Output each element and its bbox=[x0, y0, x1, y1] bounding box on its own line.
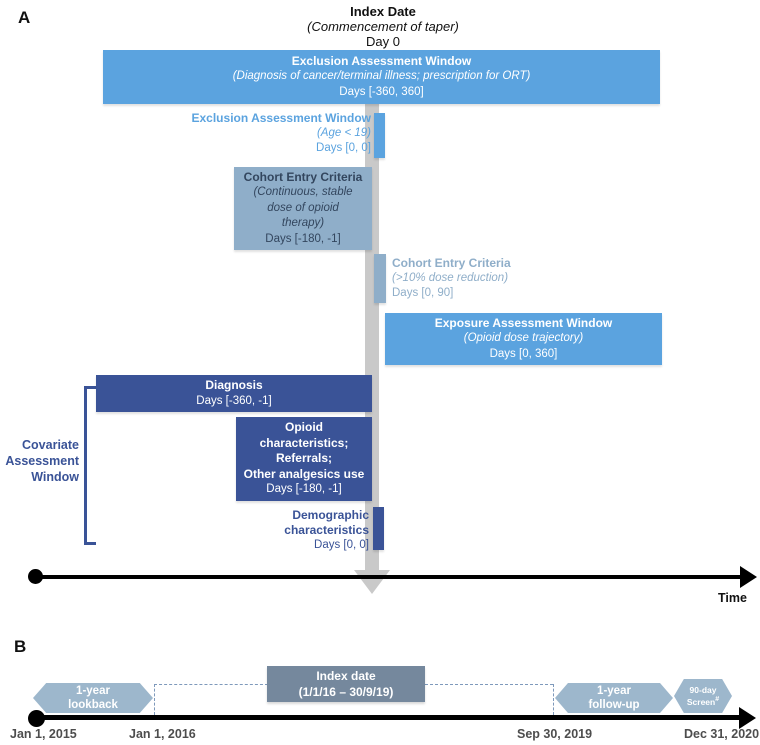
label-days: Days [0, 0] bbox=[316, 142, 371, 154]
bar-cohort-entry-stable: Cohort Entry Criteria (Continuous, stabl… bbox=[234, 167, 372, 250]
time-axis-label: Time bbox=[718, 591, 747, 605]
label-title: Cohort Entry Criteria bbox=[392, 256, 511, 270]
date-sep-2019: Sep 30, 2019 bbox=[517, 727, 593, 741]
screen-line2: Screen# bbox=[687, 695, 719, 707]
bar-title: Exclusion Assessment Window bbox=[291, 53, 472, 68]
panel-b-label: B bbox=[14, 637, 27, 656]
dashed-line-right bbox=[425, 684, 553, 685]
lookback-shape: 1-year lookback bbox=[33, 683, 153, 713]
dashed-line-left bbox=[154, 684, 268, 685]
screen-line1: 90-day bbox=[689, 684, 717, 695]
index-date-title: Index Date bbox=[350, 4, 416, 19]
bar-days: Days [0, 360] bbox=[489, 347, 558, 360]
index-date-header: Index Date (Commencement of taper) Day 0 bbox=[263, 4, 503, 49]
index-date-box: Index date (1/1/16 – 30/9/19) bbox=[267, 666, 425, 702]
bar-days: Days [-360, 360] bbox=[339, 85, 424, 98]
bar-cohort-entry-reduction bbox=[374, 254, 386, 303]
screen-word: Screen bbox=[686, 696, 716, 707]
screen-footnote-mark: # bbox=[715, 696, 720, 704]
label-title: Exclusion Assessment Window bbox=[191, 111, 372, 125]
dashed-line-jan2016 bbox=[154, 684, 155, 715]
bar-exclusion-age bbox=[374, 113, 385, 158]
bar-days: Days [-180, -1] bbox=[265, 232, 341, 245]
date-jan-2015: Jan 1, 2015 bbox=[10, 727, 77, 741]
label-cohort-entry-reduction: Cohort Entry Criteria (>10% dose reducti… bbox=[392, 256, 612, 301]
bar-title: Opioid characteristics; Referrals; Other… bbox=[243, 420, 365, 481]
label-subtitle: (>10% dose reduction) bbox=[392, 272, 509, 284]
date-dec-2020: Dec 31, 2020 bbox=[684, 727, 760, 741]
covariate-window-label: Covariate Assessment Window bbox=[5, 438, 79, 484]
index-date-day: Day 0 bbox=[366, 34, 400, 49]
timeline-b bbox=[30, 715, 742, 720]
panel-a-label: A bbox=[18, 8, 31, 27]
dashed-line-sep2019 bbox=[553, 684, 554, 715]
bar-exclusion-assessment-window-full: Exclusion Assessment Window (Diagnosis o… bbox=[103, 50, 660, 104]
bar-subtitle: (Continuous, stable dose of opioid thera… bbox=[253, 186, 353, 230]
bar-subtitle: (Opioid dose trajectory) bbox=[463, 332, 584, 345]
bar-days: Days [-180, -1] bbox=[266, 483, 342, 496]
index-box-range: (1/1/16 – 30/9/19) bbox=[298, 685, 394, 699]
label-days: Days [0, 90] bbox=[392, 287, 454, 299]
label-exclusion-age: Exclusion Assessment Window (Age < 19) D… bbox=[141, 111, 372, 156]
index-date-arrowhead-icon bbox=[354, 570, 390, 594]
bar-title: Diagnosis bbox=[205, 378, 263, 392]
bar-title: Exposure Assessment Window bbox=[434, 315, 613, 330]
date-jan-2016: Jan 1, 2016 bbox=[129, 727, 196, 741]
label-days: Days [0, 0] bbox=[314, 539, 369, 551]
screen-shape: 90-day Screen# bbox=[674, 679, 732, 713]
label-title: Demographic characteristics bbox=[284, 508, 369, 537]
bar-demographic bbox=[373, 507, 384, 550]
timeline-a-arrowhead-icon bbox=[740, 566, 757, 588]
bar-diagnosis: Diagnosis Days [-360, -1] bbox=[96, 375, 372, 412]
bar-opioid-characteristics: Opioid characteristics; Referrals; Other… bbox=[236, 417, 372, 501]
index-date-subtitle: (Commencement of taper) bbox=[307, 19, 459, 34]
timeline-b-origin-dot bbox=[28, 710, 45, 727]
label-subtitle: (Age < 19) bbox=[316, 127, 371, 139]
timeline-a bbox=[30, 575, 742, 579]
covariate-bracket bbox=[84, 386, 96, 545]
timeline-b-arrowhead-icon bbox=[739, 707, 756, 729]
bar-subtitle: (Diagnosis of cancer/terminal illness; p… bbox=[232, 70, 531, 83]
label-demographic: Demographic characteristics Days [0, 0] bbox=[169, 508, 369, 553]
index-box-title: Index date bbox=[316, 669, 376, 683]
timeline-a-origin-dot bbox=[28, 569, 43, 584]
bar-exposure-assessment-window: Exposure Assessment Window (Opioid dose … bbox=[385, 313, 662, 365]
bar-title: Cohort Entry Criteria bbox=[243, 169, 363, 184]
followup-shape: 1-year follow-up bbox=[555, 683, 673, 713]
bar-days: Days [-360, -1] bbox=[196, 394, 272, 407]
